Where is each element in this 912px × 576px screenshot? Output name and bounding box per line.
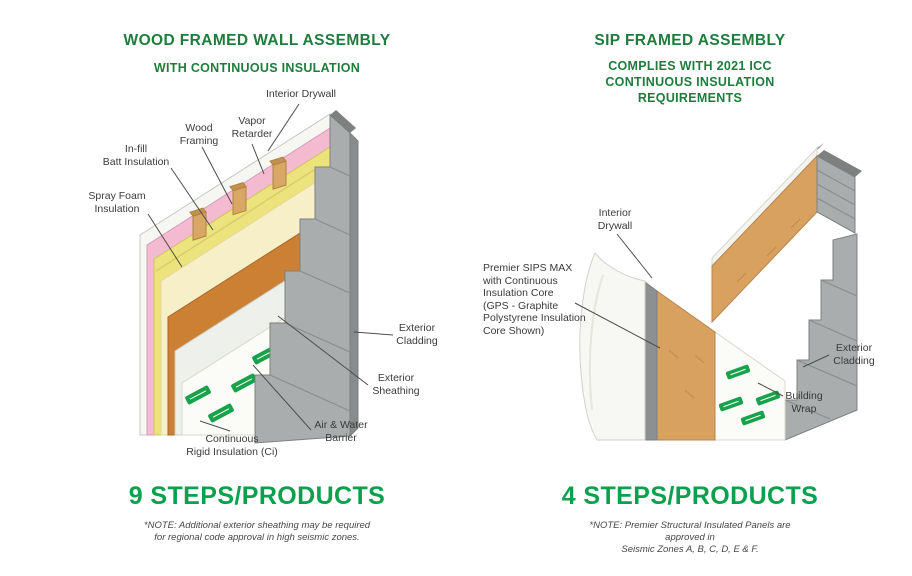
- left-steps-count: 9 STEPS/PRODUCTS: [128, 482, 386, 510]
- callout-interior-drywall: Interior Drywall: [265, 88, 337, 100]
- sip-texture: [668, 349, 679, 359]
- sip-framed-diagram: [579, 143, 862, 441]
- right-title: SIP FRAMED ASSEMBLY: [594, 32, 786, 49]
- callout-spray-foam: Spray Foam Insulation: [88, 190, 146, 215]
- upper-cladding-top-face: [817, 150, 862, 177]
- wrap-logo-mark: [725, 364, 751, 380]
- callout-exterior-cladding-right: Exterior Cladding: [833, 342, 875, 367]
- callout-vapor-retarder: Vapor Retarder: [231, 115, 273, 140]
- sip-core-layer: [656, 290, 716, 441]
- wrb-logo-mark: [231, 373, 257, 393]
- sip-texture: [694, 354, 705, 364]
- building-wrap-layer: [714, 331, 786, 441]
- right-steps-count: 4 STEPS/PRODUCTS: [561, 482, 819, 510]
- wrb-logo-mark: [185, 385, 211, 405]
- sip-texture: [736, 272, 747, 283]
- sip-texture: [766, 246, 777, 257]
- callout-rigid-insulation: Continuous Rigid Insulation (Ci): [186, 433, 278, 458]
- left-note: *NOTE: Additional exterior sheathing may…: [143, 520, 371, 543]
- callout-exterior-cladding: Exterior Cladding: [396, 322, 438, 347]
- wrap-logo-mark: [718, 396, 744, 412]
- wood-framed-diagram: [139, 110, 359, 444]
- left-subtitle: WITH CONTINUOUS INSULATION: [153, 61, 361, 75]
- callout-wood-framing: Wood Framing: [179, 122, 219, 147]
- upper-sip-face: [711, 154, 818, 324]
- wood-stud: [269, 156, 287, 190]
- right-note: *NOTE: Premier Structural Insulated Pane…: [589, 520, 791, 555]
- exterior-cladding-panel: [784, 233, 858, 441]
- callout-premier-sips: Premier SIPS MAX with Continuous Insulat…: [483, 262, 586, 337]
- callout-exterior-sheathing: Exterior Sheathing: [372, 372, 420, 397]
- wrap-logo-mark: [740, 410, 766, 426]
- cladding-top-face: [330, 110, 356, 133]
- callout-air-water-barrier: Air & Water Barrier: [314, 419, 368, 444]
- right-subtitle: COMPLIES WITH 2021 ICC CONTINUOUS INSULA…: [605, 59, 775, 105]
- callout-building-wrap: Building Wrap: [785, 390, 823, 415]
- wrb-logo-mark: [208, 403, 234, 423]
- upper-cladding-panel: [816, 155, 856, 234]
- sip-texture: [684, 389, 695, 399]
- left-title: WOOD FRAMED WALL ASSEMBLY: [123, 32, 391, 49]
- sip-texture: [790, 218, 801, 229]
- wood-stud: [229, 182, 247, 216]
- callout-infill-batt: In-fill Batt Insulation: [102, 143, 170, 168]
- cladding-side-face: [349, 131, 359, 438]
- callout-interior-drywall-right: Interior Drywall: [597, 207, 633, 232]
